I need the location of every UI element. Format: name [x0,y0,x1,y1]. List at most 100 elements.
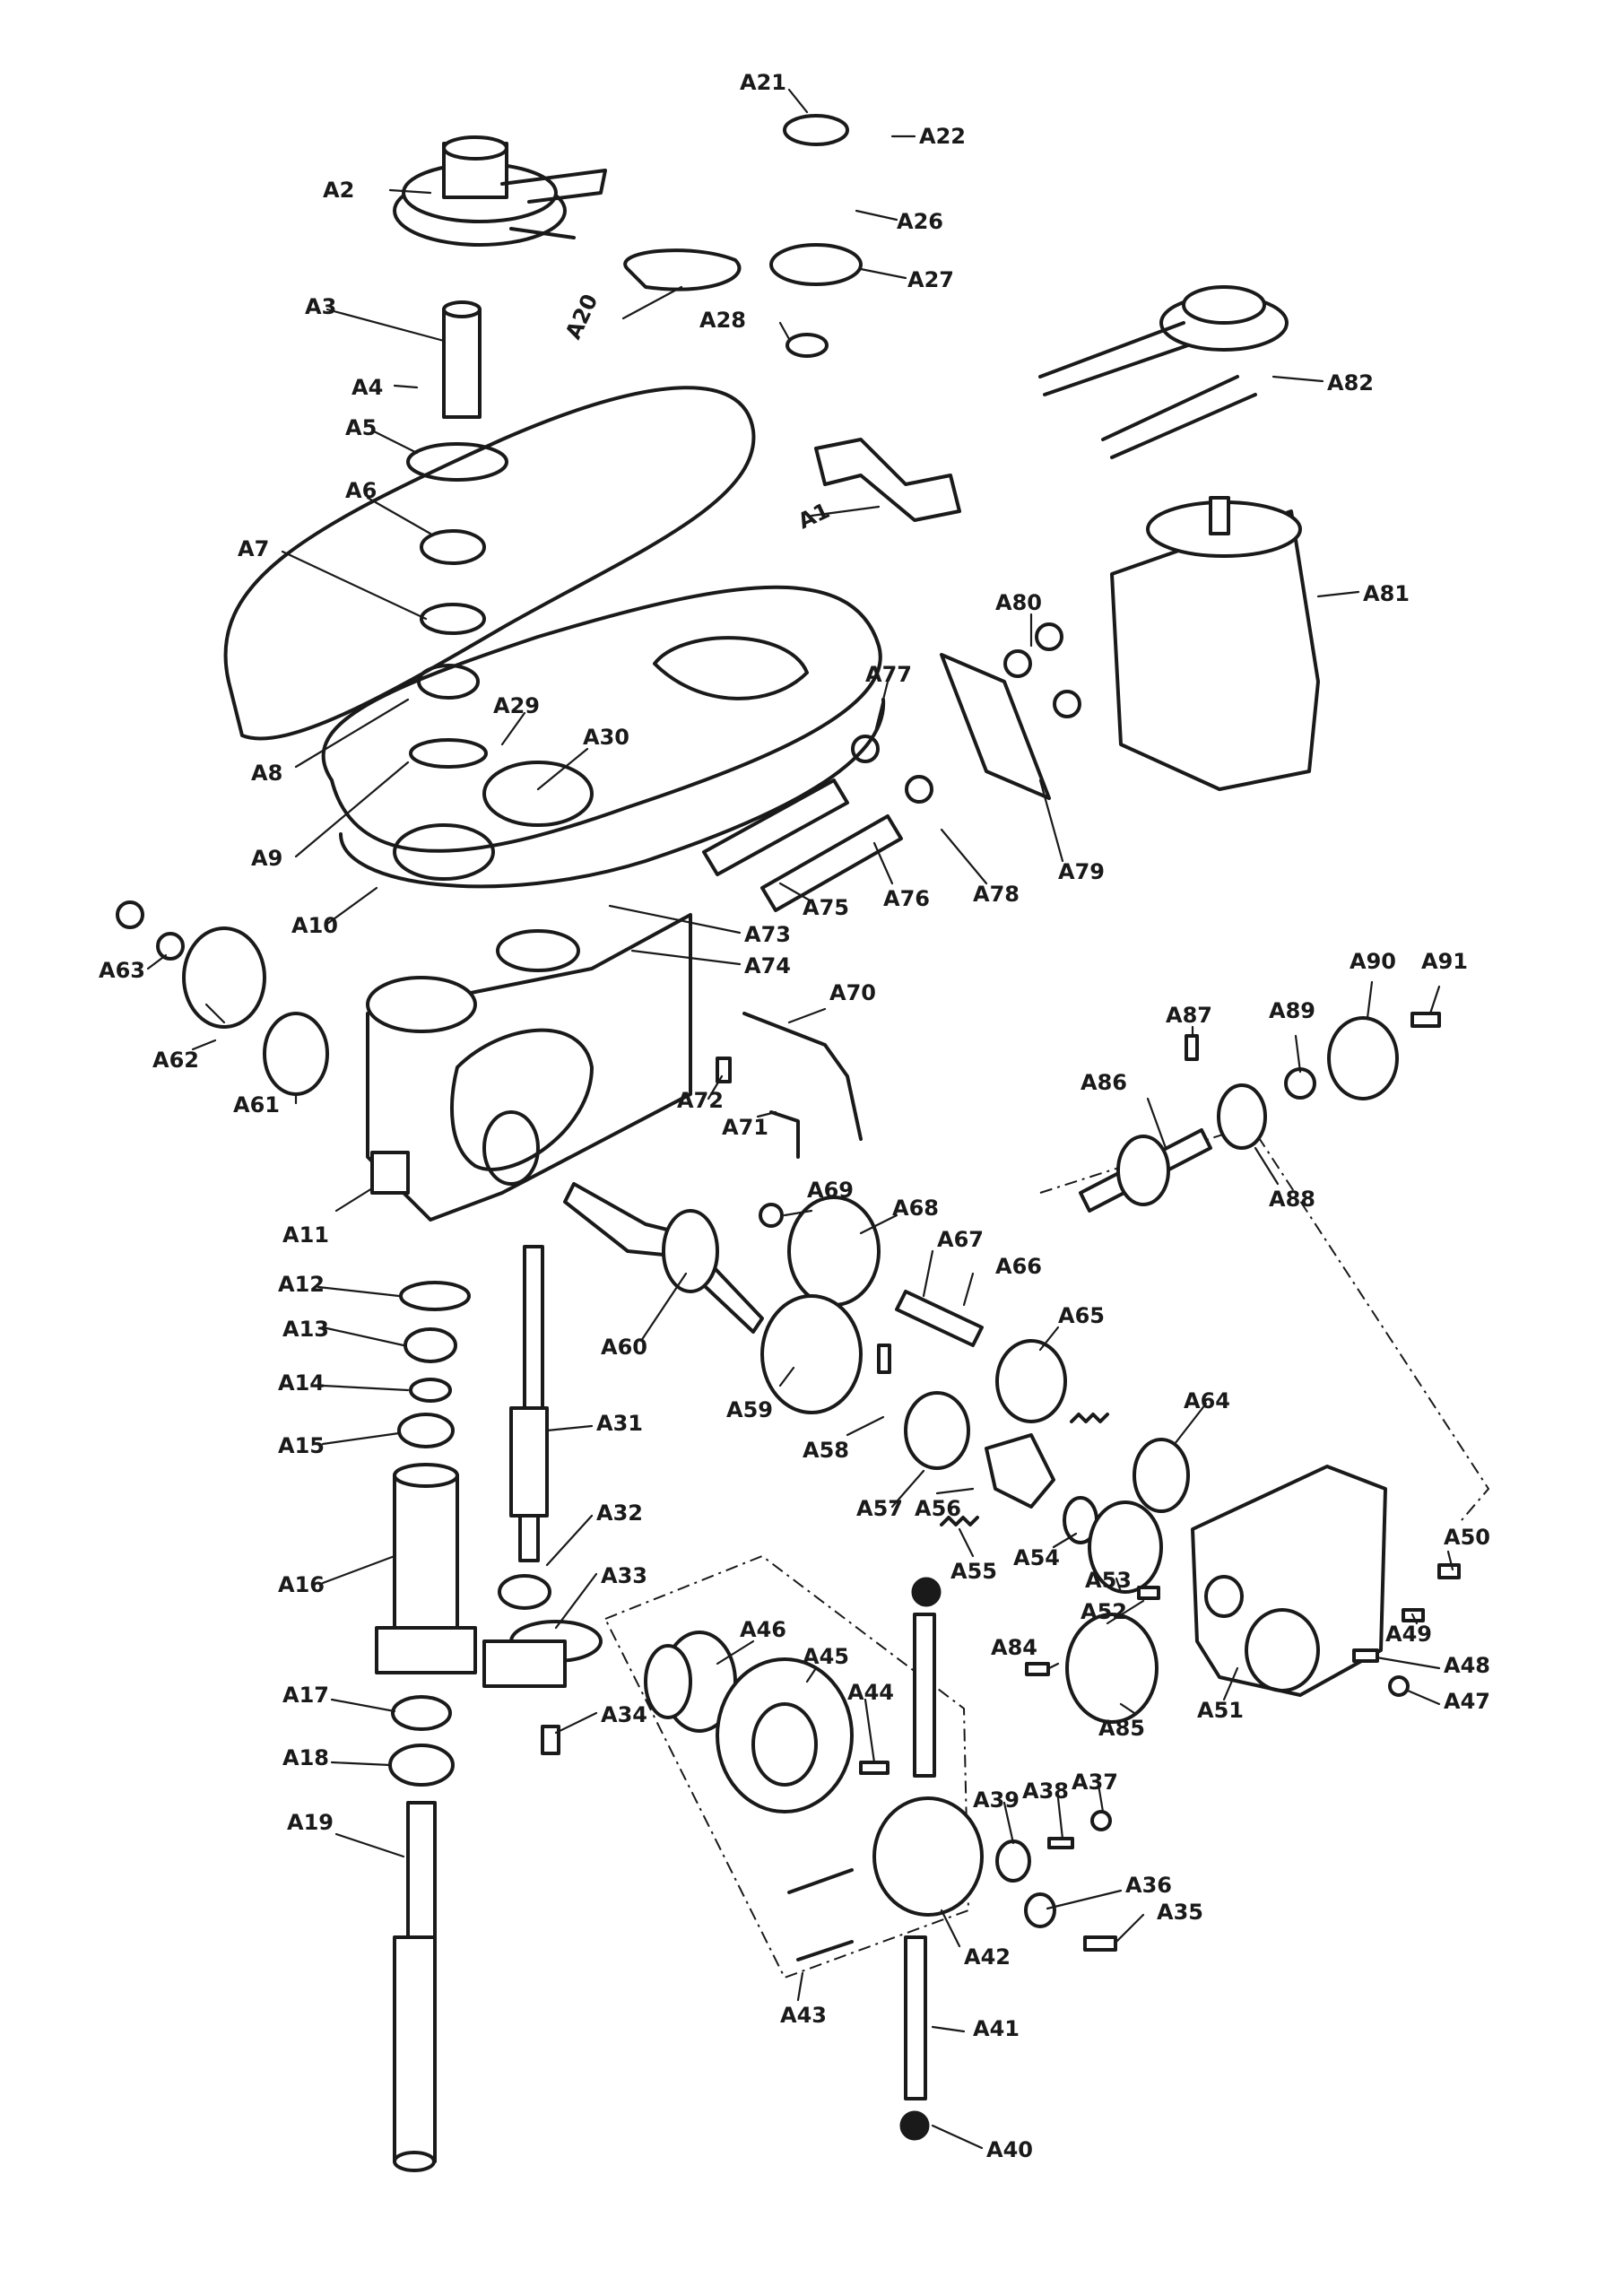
nut-part [1388,1675,1410,1697]
retaining-ring-part [759,1203,784,1228]
bearing-part [388,1744,455,1787]
label-A55: A55 [950,1559,997,1584]
pin-part [877,1344,891,1374]
label-A91: A91 [1421,949,1468,974]
bearing-part [397,1413,455,1448]
label-A53: A53 [1085,1568,1132,1593]
part-labels: A1 A2 A3 A4 A5 A6 A7 A8 A9 A10 A11 A12 A… [99,70,1490,2162]
motor-pulley-part [1038,285,1289,459]
label-A70: A70 [829,980,876,1005]
label-A52: A52 [1081,1599,1127,1624]
spindle-sleeve-part [442,300,482,419]
label-A78: A78 [973,882,1020,907]
handle-bar-part [913,1613,936,1778]
label-A39: A39 [973,1787,1020,1813]
bearing-part [785,333,829,358]
gearbox-assembly-outline [603,1554,970,1979]
label-A19: A19 [287,1810,334,1835]
o-ring-part [399,1281,471,1311]
label-A10: A10 [291,913,338,938]
label-A34: A34 [601,1702,647,1727]
label-A62: A62 [152,1048,199,1073]
label-A38: A38 [1022,1779,1069,1804]
label-A87: A87 [1166,1003,1212,1028]
label-A46: A46 [740,1617,786,1642]
handle-hub-part [644,1631,737,1733]
pin-part [716,1057,732,1083]
label-A5: A5 [345,415,377,440]
worm-shaft-part [1079,1128,1212,1213]
label-A4: A4 [352,375,383,400]
switch-part [370,1151,410,1195]
worm-gear-part [1133,1438,1190,1513]
label-A79: A79 [1058,859,1105,884]
pin-part [787,1868,854,1894]
cover-plate-part [1065,1613,1159,1724]
knob-part [995,1839,1031,1883]
handle-hub-part [182,926,266,1029]
belt-guard-housing-part [223,386,886,889]
label-A7: A7 [238,536,269,561]
retaining-ring-part [409,738,488,769]
label-A84: A84 [991,1635,1037,1660]
label-A68: A68 [892,1196,939,1221]
label-A77: A77 [865,662,912,687]
label-A20: A20 [560,291,603,344]
label-A26: A26 [897,209,943,234]
nut-part [1035,622,1063,651]
label-A37: A37 [1072,1770,1118,1795]
lock-lever-part [769,1110,800,1159]
label-A90: A90 [1350,949,1396,974]
bearing-part [391,1695,452,1731]
label-A3: A3 [305,294,336,319]
screw-part [1437,1563,1461,1579]
nut-part [1090,1810,1112,1831]
motor-mount-plate-part [940,653,1051,800]
label-A86: A86 [1081,1070,1127,1095]
label-A50: A50 [1444,1525,1490,1550]
washer-part [1053,690,1081,718]
label-A40: A40 [986,2137,1033,2162]
washer-part [1003,649,1032,678]
label-A18: A18 [282,1745,329,1770]
label-A85: A85 [1098,1716,1145,1741]
label-A76: A76 [883,886,930,911]
label-A64: A64 [1184,1388,1230,1413]
cam-lever-part [985,1433,1055,1509]
label-A11: A11 [282,1222,329,1248]
quill-part [375,1463,477,1674]
label-A21: A21 [740,70,786,95]
spring-part [1070,1413,1109,1423]
label-A89: A89 [1269,998,1315,1023]
washer-part [156,932,185,961]
label-A88: A88 [1269,1187,1315,1212]
label-A14: A14 [278,1370,325,1396]
pinion-hub-part [263,1012,329,1096]
spindle-part [393,1801,437,2172]
washer-part [905,775,933,804]
label-A66: A66 [995,1254,1042,1279]
handle-bar-part [904,1935,927,2100]
handle-hub-part [872,1796,984,1917]
label-A48: A48 [1444,1653,1490,1678]
label-A35: A35 [1157,1900,1203,1925]
flange-part [1088,1500,1163,1594]
v-belt-part [623,248,742,291]
belt-tension-bracket-part [814,438,961,522]
label-A47: A47 [1444,1689,1490,1714]
motor-part [1110,496,1320,791]
pin-part [796,1940,854,1961]
handle-ball-part [911,1577,942,1607]
motor-slide-rod-part [702,778,849,876]
label-A59: A59 [726,1397,773,1422]
label-A60: A60 [601,1335,647,1360]
label-A74: A74 [744,953,791,978]
label-A31: A31 [596,1411,643,1436]
washer-part [1024,1892,1056,1928]
label-A63: A63 [99,958,145,983]
label-A42: A42 [964,1944,1011,1970]
label-A44: A44 [847,1680,894,1705]
screw-part [1137,1586,1160,1600]
label-A1: A1 [794,498,834,534]
label-A49: A49 [1385,1622,1432,1647]
